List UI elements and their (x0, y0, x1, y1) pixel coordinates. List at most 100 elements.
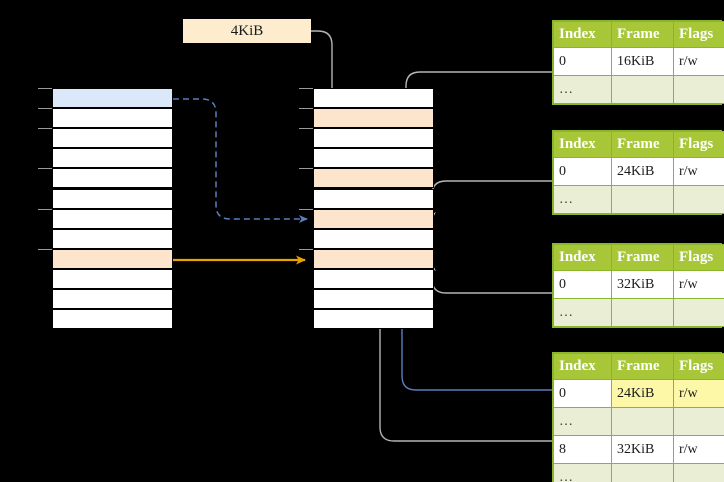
cell-frame (611, 185, 674, 214)
page-size-label-text: 4KiB (230, 23, 264, 39)
cell-index: 0 (553, 47, 612, 76)
memory-row (52, 188, 173, 209)
cell-frame (611, 298, 674, 327)
page-table-1: Index Frame Flags 0 16KiB r/w … (552, 20, 724, 105)
table-row-ellipsis: … (553, 463, 724, 482)
header-index: Index (553, 353, 612, 380)
memory-row (52, 268, 173, 289)
wire-virtual-page-to-frame (173, 98, 308, 223)
header-frame: Frame (611, 131, 674, 158)
page-table-4: Index Frame Flags 0 24KiB r/w … 8 (552, 352, 724, 482)
cell-flags (673, 185, 724, 214)
memory-row (313, 148, 434, 169)
row-tick-mark (38, 248, 52, 250)
cell-frame: 32KiB (611, 435, 674, 464)
page-table-1-header-row: Index Frame Flags (553, 21, 724, 48)
row-tick-mark (299, 108, 313, 110)
memory-row (313, 289, 434, 310)
memory-row (52, 88, 173, 109)
row-tick-mark (38, 108, 52, 110)
memory-row (52, 168, 173, 189)
cell-index: … (553, 185, 612, 214)
cell-flags: r/w (673, 47, 724, 76)
cell-index: … (553, 298, 612, 327)
cell-index: 0 (553, 379, 612, 408)
cell-frame: 32KiB (611, 270, 674, 299)
row-tick-mark (38, 168, 52, 170)
header-frame: Frame (611, 21, 674, 48)
cell-flags (673, 298, 724, 327)
memory-row (52, 208, 173, 229)
header-frame: Frame (611, 244, 674, 271)
header-flags: Flags (673, 131, 724, 158)
memory-row (313, 88, 434, 109)
table-row: 8 32KiB r/w (553, 435, 724, 464)
cell-index: … (553, 407, 612, 436)
memory-row (313, 208, 434, 229)
page-table-3-header-row: Index Frame Flags (553, 244, 724, 271)
cell-index: 8 (553, 435, 612, 464)
table-row-ellipsis: … (553, 298, 724, 327)
cell-flags: r/w (673, 435, 724, 464)
table-row-ellipsis: … (553, 185, 724, 214)
row-tick-mark (299, 168, 313, 170)
memory-row (313, 188, 434, 209)
memory-row (313, 108, 434, 129)
cell-flags: r/w (673, 270, 724, 299)
table-row: 0 24KiB r/w (553, 157, 724, 186)
cell-frame: 16KiB (611, 47, 674, 76)
table-row-ellipsis: … (553, 75, 724, 104)
page-table-2-header-row: Index Frame Flags (553, 131, 724, 158)
memory-row (313, 128, 434, 149)
memory-row (313, 168, 434, 189)
cell-flags: r/w (673, 157, 724, 186)
memory-row (313, 309, 434, 330)
row-tick-mark (299, 88, 313, 89)
page-table-4-grid: Index Frame Flags 0 24KiB r/w … 8 (553, 353, 724, 482)
cell-frame: 24KiB (611, 157, 674, 186)
memory-row (52, 148, 173, 169)
memory-row (52, 228, 173, 249)
row-tick-mark (299, 128, 313, 130)
memory-row (313, 268, 434, 289)
page-table-2-grid: Index Frame Flags 0 24KiB r/w … (553, 131, 724, 214)
cell-frame (611, 75, 674, 104)
memory-row (52, 289, 173, 310)
table-row: 0 16KiB r/w (553, 47, 724, 76)
header-index: Index (553, 244, 612, 271)
page-table-2: Index Frame Flags 0 24KiB r/w … (552, 130, 724, 215)
cell-flags (673, 75, 724, 104)
header-flags: Flags (673, 244, 724, 271)
row-tick-mark (299, 248, 313, 250)
memory-row (52, 108, 173, 129)
cell-frame (611, 407, 674, 436)
header-frame: Frame (611, 353, 674, 380)
memory-row (52, 309, 173, 330)
cell-flags: r/w (673, 379, 724, 408)
page-table-4-header-row: Index Frame Flags (553, 353, 724, 380)
row-tick-mark (38, 128, 52, 130)
cell-flags (673, 463, 724, 482)
memory-row (313, 248, 434, 269)
header-flags: Flags (673, 21, 724, 48)
page-table-1-grid: Index Frame Flags 0 16KiB r/w … (553, 21, 724, 104)
cell-frame: 24KiB (611, 379, 674, 408)
row-tick-mark (38, 88, 52, 89)
cell-index: 0 (553, 157, 612, 186)
memory-row (313, 228, 434, 249)
physical-memory-block (299, 88, 434, 330)
cell-index: … (553, 463, 612, 482)
table-row-ellipsis: … (553, 407, 724, 436)
table-row: 0 24KiB r/w (553, 379, 724, 408)
virtual-address-space-block (38, 88, 173, 330)
page-table-3-grid: Index Frame Flags 0 32KiB r/w … (553, 244, 724, 327)
cell-frame (611, 463, 674, 482)
row-tick-mark (299, 208, 313, 210)
row-tick-mark (38, 208, 52, 210)
cell-flags (673, 407, 724, 436)
memory-row (52, 248, 173, 269)
page-table-3: Index Frame Flags 0 32KiB r/w … (552, 243, 724, 328)
cell-index: 0 (553, 270, 612, 299)
memory-row (52, 128, 173, 149)
